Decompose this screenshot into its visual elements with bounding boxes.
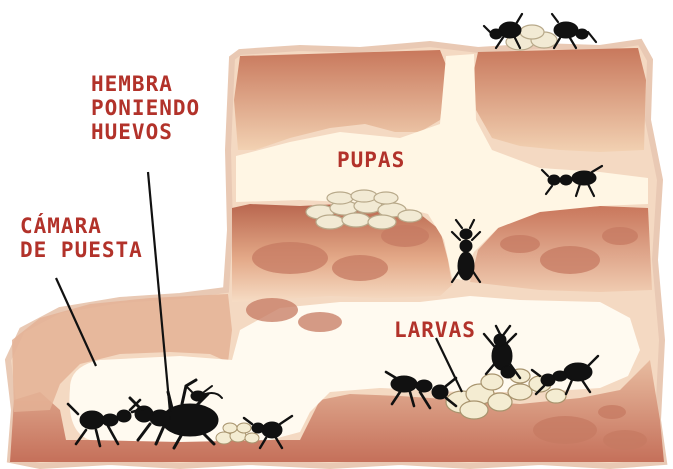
label-female-line-3: HUEVOS: [91, 120, 200, 144]
label-larvae-text: LARVAS: [394, 318, 476, 342]
label-female-line-1: HEMBRA: [91, 72, 200, 96]
label-larvae: LARVAS: [394, 318, 476, 342]
label-chamber-line-1: CÁMARA: [20, 214, 143, 238]
label-chamber-line-2: DE PUESTA: [20, 238, 143, 262]
label-pupae: PUPAS: [337, 148, 405, 172]
label-female-laying-eggs: HEMBRA PONIENDO HUEVOS: [91, 72, 200, 144]
label-female-line-2: PONIENDO: [91, 96, 200, 120]
label-pupae-text: PUPAS: [337, 148, 405, 172]
label-laying-chamber: CÁMARA DE PUESTA: [20, 214, 143, 262]
soil-upper-right: [474, 48, 646, 152]
